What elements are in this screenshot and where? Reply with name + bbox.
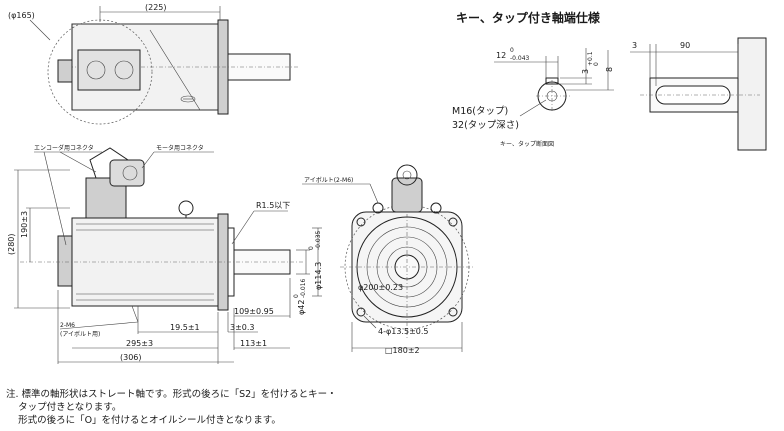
key-flange — [737, 37, 767, 151]
front-mount-hole-bl — [356, 307, 366, 317]
dim-height-190: 190±3 — [20, 211, 29, 238]
top-view-connector-housing — [77, 49, 141, 91]
key-tap-line1: M16(タップ) — [452, 106, 508, 117]
key-detail-title: キー、タップ付き軸端仕様 — [456, 10, 601, 25]
dim-len-3: 3±0.3 — [230, 323, 255, 332]
front-view: アイボルト(2-M6) φ200±0.23 4-φ13.5±0.5 □180±2 — [302, 164, 475, 355]
dim-dia-42: φ42 — [297, 300, 306, 315]
dim-dia-114-tol: 0 — [308, 246, 315, 250]
dim-len-306: (306) — [120, 353, 142, 362]
key-dim-3-5: 3 — [581, 69, 590, 74]
dim-dia-200: φ200±0.23 — [358, 283, 403, 292]
dim-dia-42-tol: 0 — [293, 294, 300, 298]
front-connector — [391, 177, 423, 213]
key-dim-90: 90 — [680, 41, 690, 50]
side-rear-cover — [57, 235, 73, 287]
front-eyebolt-right — [430, 202, 442, 214]
label-encoder-connector: エンコーダ用コネクタ — [34, 144, 94, 152]
label-m6-line2: (アイボルト用) — [60, 330, 100, 338]
dim-len-19-5: 19.5±1 — [170, 323, 200, 332]
dim-holes-13-5: 4-φ13.5±0.5 — [378, 327, 429, 336]
dim-dia-114: φ114.3 — [314, 262, 323, 290]
dim-dia-165: (φ165) — [8, 11, 35, 20]
top-view-encoder-connector — [57, 59, 73, 83]
dim-len-113: 113±1 — [240, 339, 267, 348]
key-dim-12-tol2: -0.043 — [510, 55, 530, 62]
key-dim-3-5-tol2: 0 — [593, 62, 600, 66]
note-line-2: タップ付きとなります。 — [6, 402, 122, 413]
dim-dia-114-tol2: -0.035 — [315, 230, 322, 250]
notes: 注. 標準の軸形状はストレート軸です。形式の後ろに「S2」を付けるとキー・ タッ… — [6, 388, 337, 427]
side-motor-connector-body — [109, 159, 145, 187]
front-mount-hole-tr — [448, 217, 458, 227]
key-section-label: キー、タップ断面図 — [500, 140, 554, 148]
label-motor-connector: モータ用コネクタ — [156, 144, 204, 152]
side-eyebolt — [178, 200, 194, 216]
key-dim-8: 8 — [605, 67, 614, 72]
label-m6-line1: 2-M6 — [60, 322, 75, 329]
key-dim-3-5-tol: +0.1 — [587, 51, 594, 66]
key-tap-line2: 32(タップ深さ) — [452, 120, 519, 131]
servo-motor-dimension-drawing: (225) (φ165) (280) 190±3 — [7, 3, 767, 364]
side-view: (280) 190±3 φ42 0 -0.016 φ114.3 0 -0.035… — [7, 144, 323, 364]
key-dim-12-tol: 0 — [510, 47, 514, 54]
dim-sq-180: □180±2 — [385, 346, 420, 355]
key-dim-12: 12 — [496, 51, 506, 60]
front-mount-hole-tl — [356, 217, 366, 227]
dim-len-109: 109±0.95 — [234, 307, 274, 316]
top-view: (225) (φ165) — [8, 3, 300, 125]
dim-225: (225) — [145, 3, 167, 12]
key-dim-3: 3 — [632, 41, 637, 50]
key-detail: キー、タップ付き軸端仕様 12 0 -0.043 3 +0.1 0 8 M16(… — [452, 10, 767, 151]
note-line-1: 注. 標準の軸形状はストレート軸です。形式の後ろに「S2」を付けるとキー・ — [6, 389, 337, 400]
front-mount-hole-br — [448, 307, 458, 317]
dim-len-295: 295±3 — [126, 339, 153, 348]
label-eyebolt: アイボルト(2-M6) — [304, 176, 353, 184]
dim-height-280: (280) — [7, 233, 16, 255]
note-line-3: 形式の後ろに「O」を付けるとオイルシール付きとなります。 — [6, 415, 281, 426]
dim-dia-42-tol2: -0.016 — [300, 278, 307, 298]
dim-radius: R1.5以下 — [256, 201, 290, 210]
